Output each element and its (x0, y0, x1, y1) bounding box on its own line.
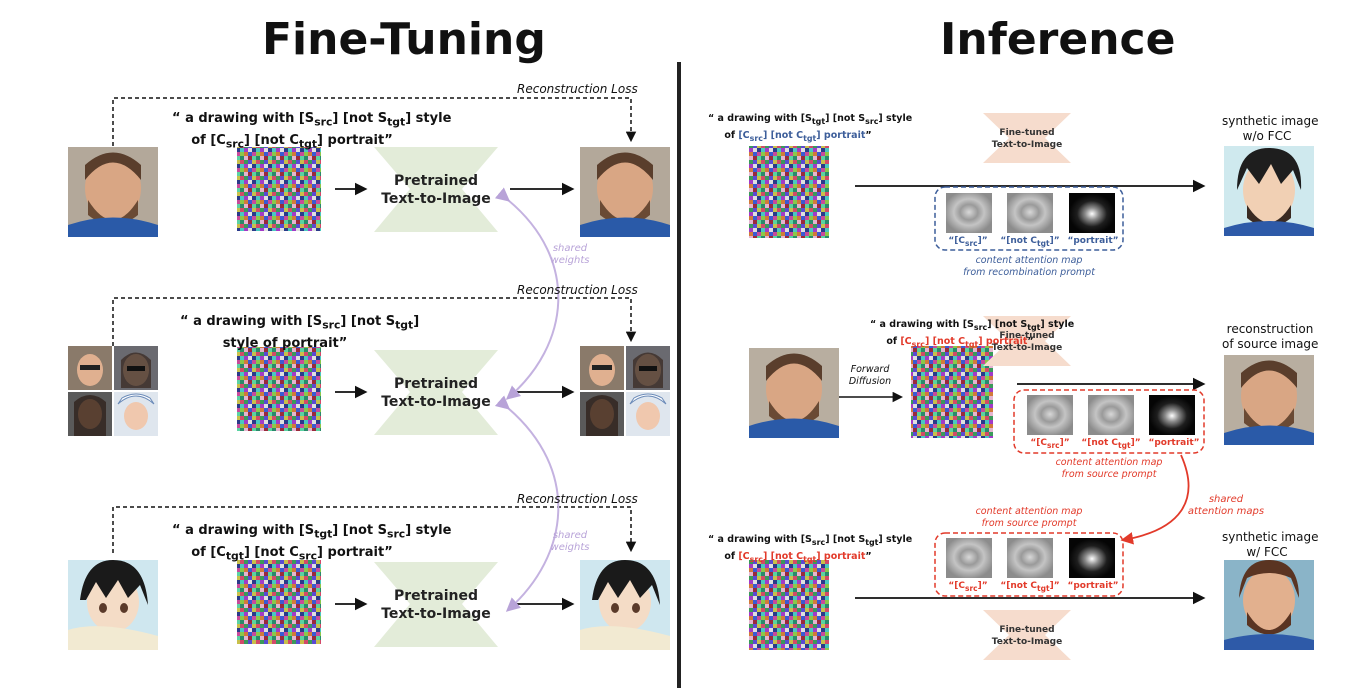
output-anime-wo-fcc (1224, 146, 1314, 236)
attn-map-row3-c (1069, 538, 1115, 578)
face-grid-row2-output (580, 346, 670, 436)
pretrained-model-row1 (374, 147, 498, 232)
pretrained-model-row2 (374, 350, 498, 435)
inf-prompt-row2: “ a drawing with [Ssrc] [not Stgt] style… (870, 319, 1075, 349)
source-face-inf-row2 (749, 348, 839, 438)
attn-label-row2-a: “[Csrc]” (1030, 438, 1070, 450)
attn-label-row3-c: “portrait” (1067, 581, 1119, 591)
attn-map-row1-a (946, 193, 992, 233)
output-anime-w-fcc (1224, 560, 1314, 650)
attn-map-row3-b (1007, 538, 1053, 578)
attn-label-row2-c: “portrait” (1148, 438, 1200, 448)
face-photo-row1-input (68, 147, 158, 237)
pretrained-model-row3 (374, 562, 498, 647)
noise-image-row1 (237, 147, 321, 231)
title-fine-tuning: Fine-Tuning (262, 14, 546, 65)
loss-label-row2: Reconstruction Loss (517, 283, 638, 297)
shared-weights-curve-bottom (494, 395, 560, 612)
shared-weights-curve-top (494, 187, 560, 400)
noise-image-row2 (237, 347, 321, 431)
attn-label-row1-a: “[Csrc]” (948, 236, 988, 248)
noise-image-inf-row1 (749, 146, 829, 238)
finetuned-model-inf-row1 (983, 113, 1071, 163)
attn-label-row3-b: “[not Ctgt]” (1000, 581, 1060, 593)
inf-prompt-row1: “ a drawing with [Stgt] [not Ssrc] style… (708, 113, 913, 143)
loss-line-row2 (112, 297, 637, 346)
finetuned-model-inf-row2 (983, 316, 1071, 366)
noise-image-inf-row2 (911, 346, 993, 438)
noise-image-inf-row3 (749, 560, 829, 650)
anime-image-row3-output (580, 560, 670, 650)
output-reconstruction (1224, 355, 1314, 445)
loss-line-row3 (112, 506, 637, 553)
attn-label-row1-b: “[not Ctgt]” (1000, 236, 1060, 248)
attn-label-row3-a: “[Csrc]” (948, 581, 988, 593)
shared-maps-curve (1120, 454, 1190, 545)
prompt-row2: “ a drawing with [Ssrc] [not Stgt] style… (180, 314, 420, 351)
finetune-diagram (68, 97, 670, 650)
prompt-row3: “ a drawing with [Stgt] [not Ssrc] style… (172, 523, 452, 563)
attention-box-row2 (1013, 389, 1205, 454)
prompt-row1: “ a drawing with [Ssrc] [not Stgt] style… (172, 111, 452, 151)
title-inference: Inference (940, 14, 1176, 65)
attn-label-row2-b: “[not Ctgt]” (1081, 438, 1141, 450)
attn-map-row2-c (1149, 395, 1195, 435)
finetuned-model-inf-row3 (983, 610, 1071, 660)
attn-label-row1-c: “portrait” (1067, 236, 1119, 246)
face-photo-row1-output (580, 147, 670, 237)
noise-image-row3 (237, 560, 321, 644)
anime-image-row3-input (68, 560, 158, 650)
loss-label-row1: Reconstruction Loss (517, 82, 638, 96)
inf-prompt-row3: “ a drawing with [Ssrc] [not Stgt] style… (708, 534, 913, 564)
attn-map-row2-a (1027, 395, 1073, 435)
attention-box-row1 (934, 186, 1124, 251)
attn-map-row1-b (1007, 193, 1053, 233)
inference-diagram (749, 113, 1314, 660)
section-divider (677, 62, 681, 688)
attn-map-row1-c (1069, 193, 1115, 233)
attn-map-row3-a (946, 538, 992, 578)
attn-map-row2-b (1088, 395, 1134, 435)
loss-line-row1 (112, 97, 637, 146)
face-grid-row2-input (68, 346, 158, 436)
attention-box-row3 (934, 532, 1124, 597)
loss-label-row3: Reconstruction Loss (517, 492, 638, 506)
